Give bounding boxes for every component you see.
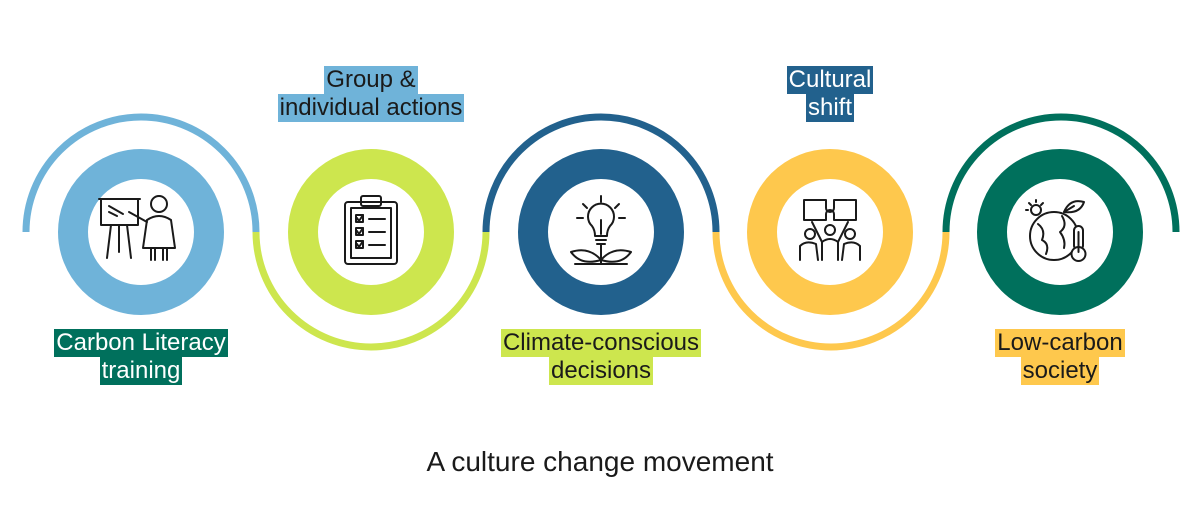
ring-carbon-literacy bbox=[58, 149, 224, 315]
presentation-teacher-icon bbox=[98, 195, 176, 261]
arc-top-carbon-literacy bbox=[22, 113, 260, 233]
label-line: decisions bbox=[548, 357, 654, 385]
arc-top-climate-decisions bbox=[482, 113, 720, 233]
label-line: society bbox=[1020, 357, 1100, 385]
label-line: Climate-conscious bbox=[500, 329, 702, 357]
label-line: shift bbox=[805, 94, 854, 122]
label-climate-conscious-decisions: Climate-conscious decisions bbox=[491, 329, 711, 385]
label-line: Group & bbox=[324, 66, 418, 94]
label-line: Low-carbon bbox=[995, 329, 1125, 357]
earth-thermometer-icon bbox=[1025, 199, 1087, 262]
arc-top-low-carbon bbox=[942, 113, 1180, 233]
puzzle-people-icon bbox=[799, 199, 861, 261]
label-group-individual-actions: Group & individual actions bbox=[261, 66, 481, 122]
label-cultural-shift: Cultural shift bbox=[730, 66, 930, 122]
arc-bottom-group-actions bbox=[252, 231, 490, 351]
ring-cultural-shift bbox=[747, 149, 913, 315]
diagram-caption: A culture change movement bbox=[426, 446, 774, 477]
label-low-carbon-society: Low-carbon society bbox=[970, 329, 1150, 385]
label-line: individual actions bbox=[277, 94, 465, 122]
clipboard-checklist-icon bbox=[344, 195, 398, 265]
label-line: training bbox=[99, 357, 183, 385]
label-carbon-literacy-training: Carbon Literacy training bbox=[41, 329, 241, 385]
label-line: Cultural bbox=[786, 66, 874, 94]
arc-bottom-cultural-shift bbox=[712, 231, 950, 351]
lightbulb-plant-icon bbox=[570, 195, 632, 265]
connector-arcs bbox=[22, 113, 1180, 351]
label-line: Carbon Literacy bbox=[54, 329, 228, 357]
